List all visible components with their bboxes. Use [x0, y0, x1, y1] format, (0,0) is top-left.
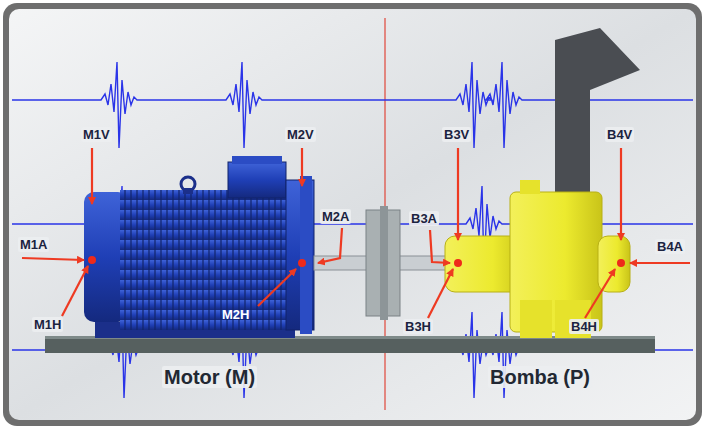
measurement-point-label: B3A [409, 211, 439, 226]
measurement-point-label: M1H [32, 317, 63, 332]
measurement-point-label: M2V [285, 127, 316, 142]
measurement-point-label: B3V [442, 127, 471, 142]
machine-name: Motor (M) [162, 366, 257, 388]
measurement-point-label: B4A [655, 239, 685, 254]
measurement-point-label: B3H [403, 319, 433, 334]
measurement-point-label: M1A [18, 237, 49, 252]
machine-name: Bomba (P) [488, 366, 592, 388]
measurement-point-label: M2A [320, 209, 351, 224]
vibration-waveform [12, 312, 693, 398]
measurement-point-label: B4V [605, 127, 634, 142]
measurement-point-label: M1V [81, 127, 112, 142]
measurement-point-label: M2H [220, 307, 251, 322]
measurement-point-label: B4H [569, 319, 599, 334]
